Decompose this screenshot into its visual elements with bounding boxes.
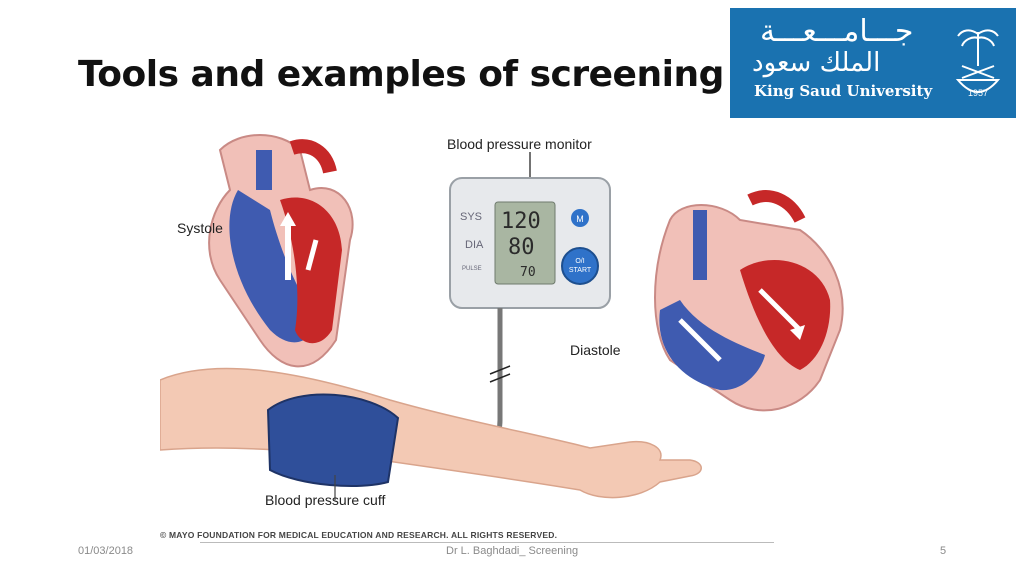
dia-label: DIA xyxy=(465,239,484,251)
start-button xyxy=(561,247,599,285)
blood-pressure-illustration: SYS DIA PULSE 120 80 70 M O/I START xyxy=(159,130,860,542)
blood-pressure-cuff xyxy=(266,393,400,500)
logo-year: 1957 xyxy=(968,88,988,98)
slide-title: Tools and examples of screening xyxy=(78,54,724,95)
pulse-value: 70 xyxy=(520,265,536,280)
logo-arabic-line1: جـــامـــعـــة xyxy=(760,14,914,49)
footer-divider xyxy=(200,542,774,543)
footer-date: 01/03/2018 xyxy=(78,545,134,557)
footer-center-text: Dr L. Baghdadi_ Screening xyxy=(446,545,579,557)
start-button-line2: START xyxy=(569,267,592,274)
label-systole: Systole xyxy=(177,220,223,236)
label-cuff: Blood pressure cuff xyxy=(265,492,386,508)
logo-arabic-line2: الملك سعود xyxy=(752,48,881,78)
copyright-notice: © MAYO FOUNDATION FOR MEDICAL EDUCATION … xyxy=(160,530,558,540)
sys-value: 120 xyxy=(501,209,541,234)
arm xyxy=(159,367,702,499)
palm-emblem-icon: 1957 xyxy=(955,29,1001,98)
logo-english-name: King Saud University xyxy=(754,82,933,100)
start-button-line1: O/I xyxy=(575,258,584,265)
dia-value: 80 xyxy=(508,235,535,260)
illustration-graphic: SYS DIA PULSE 120 80 70 M O/I START xyxy=(159,134,844,500)
memory-button-label: M xyxy=(576,214,584,224)
footer-page-number: 5 xyxy=(940,545,947,557)
blood-pressure-monitor: SYS DIA PULSE 120 80 70 M O/I START xyxy=(449,152,611,309)
systole-heart-icon xyxy=(208,134,354,368)
label-monitor: Blood pressure monitor xyxy=(447,136,592,152)
sys-label: SYS xyxy=(460,211,482,223)
university-logo: جـــامـــعـــة الملك سعود King Saud Univ… xyxy=(730,8,1016,118)
pulse-label: PULSE xyxy=(462,266,482,272)
label-diastole: Diastole xyxy=(570,342,621,358)
memory-button xyxy=(571,209,589,227)
diastole-heart-icon xyxy=(654,190,844,412)
